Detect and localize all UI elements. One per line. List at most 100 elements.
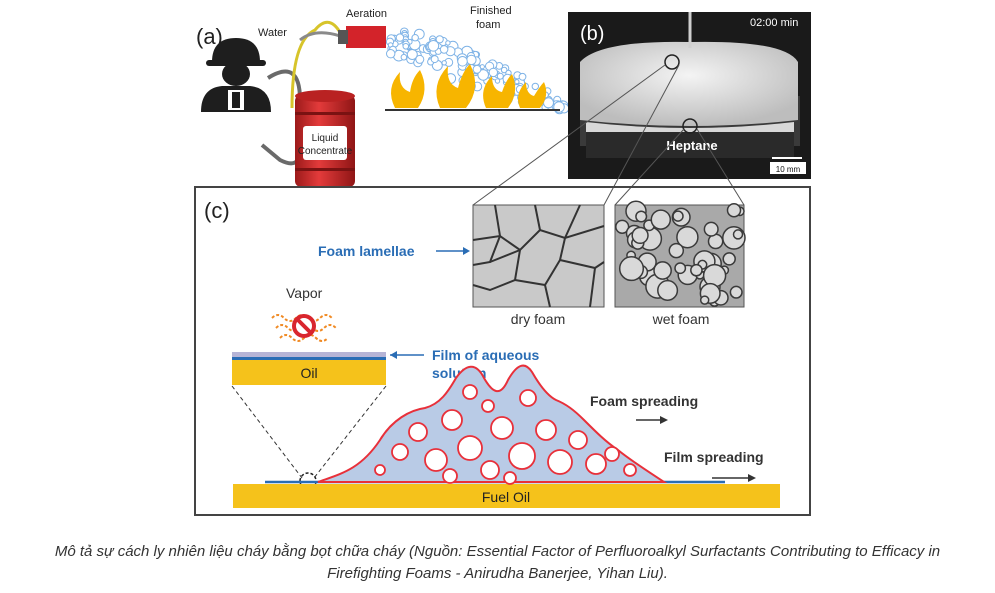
zoom-circle-bottom [682, 118, 698, 134]
bubble [496, 72, 504, 80]
foam-stream [385, 27, 570, 115]
bubble [500, 66, 508, 74]
fuel-oil-label: Fuel Oil [482, 489, 530, 505]
bubble [395, 33, 405, 42]
bubble [568, 430, 588, 450]
dry-foam-micrograph [472, 204, 605, 308]
bubble [374, 464, 386, 476]
foam-photo [580, 41, 798, 127]
supply-line [299, 31, 341, 42]
bubble [503, 471, 517, 485]
bubble [722, 252, 736, 266]
vapor-label: Vapor [286, 285, 323, 301]
finished-foam-line2: foam [476, 19, 500, 31]
film-spreading-label: Film spreading [664, 449, 764, 465]
concentrate-hose [290, 20, 344, 109]
bubble [391, 443, 409, 461]
bubble [518, 72, 527, 81]
wet-foam-micrograph [614, 200, 746, 308]
bubble [604, 446, 620, 462]
dry-foam-label: dry foam [511, 311, 565, 327]
aeration-label: Aeration [346, 8, 387, 20]
projection-line-right [313, 385, 387, 479]
bubble [703, 221, 719, 237]
scale-bar [772, 157, 802, 159]
bubble [676, 225, 699, 249]
bubble [439, 45, 449, 54]
fuel-oil-layer [233, 484, 780, 508]
bubble [618, 256, 645, 282]
bubble [657, 279, 679, 301]
bubble [490, 416, 514, 440]
bubble [480, 460, 500, 480]
bubble [402, 43, 410, 50]
barrel-label-line2: Concentrate [298, 146, 353, 157]
no-entry-icon [292, 314, 316, 338]
water-hose [260, 69, 302, 166]
timestamp: 02:00 min [750, 17, 798, 29]
concentrate-barrel: Liquid Concentrate [295, 90, 355, 187]
bubble [411, 34, 419, 42]
foam-spreading-label: Foam spreading [590, 393, 698, 409]
bubble [653, 261, 672, 280]
bubble [514, 79, 520, 85]
bubble [441, 409, 463, 431]
panel-b: (b) 02:00 min Heptane 10 mm [568, 12, 811, 179]
bubble [650, 209, 672, 230]
bubble [519, 389, 537, 407]
panel-c: (c) dry foam wet foam [194, 186, 811, 516]
bubble [408, 422, 428, 442]
bubble [690, 263, 703, 277]
panel-c-label: (c) [204, 198, 230, 223]
bubble [702, 263, 727, 288]
nozzle-coupling [338, 30, 348, 44]
scale-label: 10 mm [776, 165, 801, 174]
firefighter-icon [201, 38, 271, 112]
water-label: Water [258, 27, 287, 39]
bubble [441, 60, 447, 66]
bubble [635, 210, 648, 223]
panel-a: (a) Water Liquid Concentrate Aera [196, 5, 570, 187]
bubble [585, 453, 607, 475]
bubble [481, 399, 495, 413]
bubble [424, 448, 448, 472]
bubble [631, 226, 649, 245]
bubble [732, 229, 744, 240]
bubble [430, 55, 439, 64]
bubble [427, 40, 440, 52]
barrel-label-line1: Liquid [312, 133, 339, 144]
bubble [400, 53, 408, 61]
bubble [547, 449, 573, 475]
figure-caption: Mô tả sự cách ly nhiên liệu cháy bằng bọ… [54, 543, 941, 582]
aqueous-film [232, 352, 386, 357]
bubble [442, 468, 458, 484]
zoom-circle-top [664, 54, 680, 70]
bubble [729, 285, 743, 299]
bubble [488, 67, 498, 78]
bubble [623, 463, 637, 477]
bubble [415, 54, 425, 64]
bubble [435, 35, 444, 44]
bubble [726, 202, 742, 218]
bubble [386, 49, 396, 59]
bubble [531, 82, 539, 91]
finished-foam-line1: Finished [470, 5, 512, 17]
bubble [699, 295, 710, 305]
bubble [668, 242, 685, 259]
heptane-layer [586, 132, 794, 158]
flames-icon [391, 64, 547, 108]
bubble [615, 219, 630, 234]
bubble [457, 435, 483, 461]
oil-inset [232, 360, 386, 385]
bubble [477, 69, 490, 81]
foam-lamellae-label: Foam lamellae [318, 243, 415, 259]
projection-line-left [231, 385, 303, 479]
bubble [445, 40, 451, 46]
oil-label: Oil [300, 365, 317, 381]
bubble [674, 262, 687, 275]
aeration-nozzle [346, 26, 386, 48]
foam-cells [374, 384, 637, 485]
bubble [466, 54, 477, 66]
bubble [457, 56, 468, 67]
bubble [672, 210, 684, 222]
